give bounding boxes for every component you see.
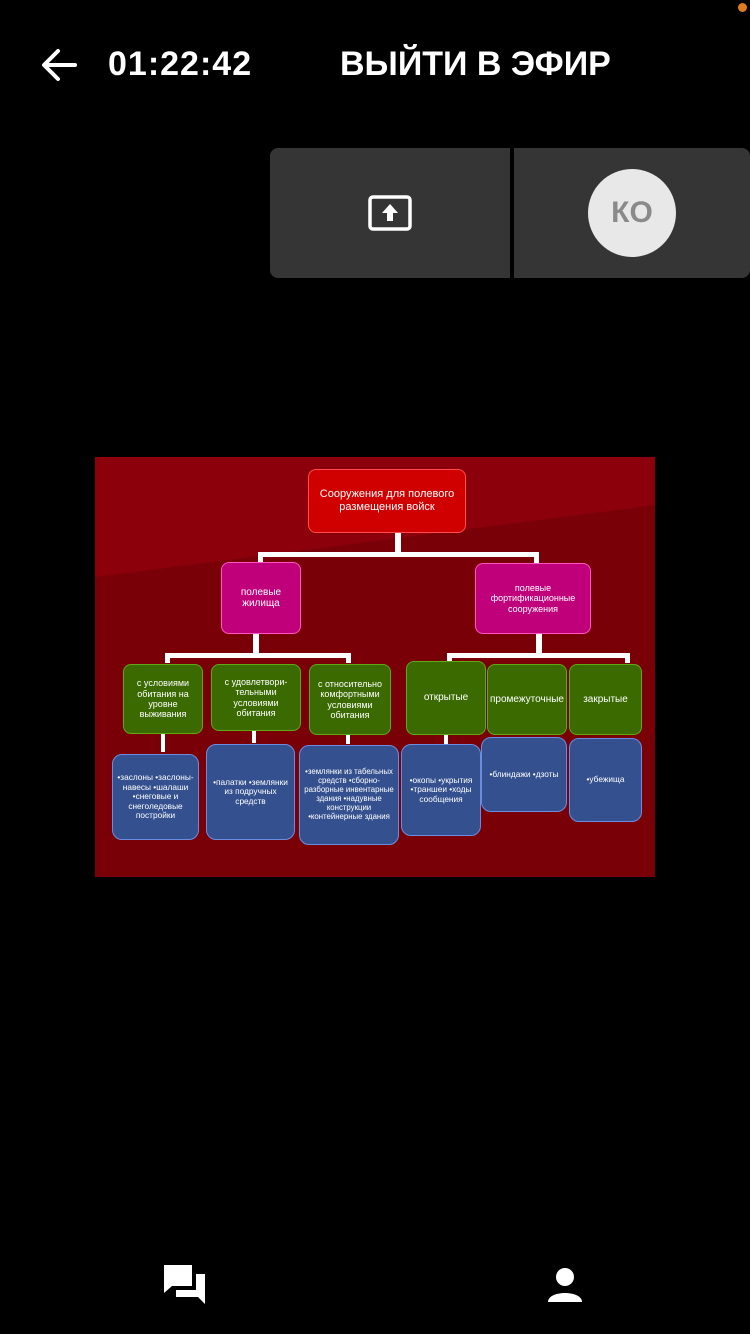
connector: [161, 734, 165, 752]
connector: [534, 552, 539, 564]
connector: [253, 633, 259, 655]
connector: [346, 734, 350, 744]
chat-bubbles-icon: [164, 1265, 205, 1304]
diagram-node-comfortable: с относительно комфортными условиями оби…: [309, 664, 391, 735]
participants-button[interactable]: [546, 1266, 584, 1304]
person-icon: [548, 1268, 582, 1302]
connector: [346, 653, 351, 663]
header: 01:22:42 ВЫЙТИ В ЭФИР: [0, 0, 750, 130]
connector: [447, 653, 452, 661]
screen-share-tile[interactable]: [270, 148, 510, 278]
diagram-node-intermediate: промежуточные: [487, 664, 567, 735]
diagram-node-closed: закрытые: [569, 664, 642, 735]
connector: [165, 653, 351, 658]
connector: [258, 552, 263, 564]
connector: [258, 552, 538, 557]
diagram-leaf-comfortable: •землянки из табельных средств •сборно-р…: [299, 745, 399, 845]
shared-slide: Сооружения для полевого размещения войск…: [95, 457, 655, 877]
connector: [447, 653, 630, 658]
bottom-bar: [0, 1230, 750, 1334]
go-live-title[interactable]: ВЫЙТИ В ЭФИР: [340, 45, 611, 83]
broadcast-timer: 01:22:42: [108, 45, 253, 83]
diagram-leaf-closed: •убежища: [569, 738, 642, 822]
arrow-left-icon: [42, 49, 77, 81]
status-indicator-dot: [738, 3, 747, 12]
diagram-root-node: Сооружения для полевого размещения войск: [308, 469, 466, 533]
diagram-node-field-dwellings: полевые жилища: [221, 562, 301, 634]
diagram-leaf-satisfactory: •палатки •землянки из подручных средств: [206, 744, 295, 840]
connector: [252, 731, 256, 743]
chat-button[interactable]: [162, 1262, 208, 1306]
diagram-node-field-fortifications: полевые фортификационные сооружения: [475, 563, 591, 634]
diagram-leaf-intermediate: •блиндажи •дзоты: [481, 737, 567, 812]
screen-share-icon: [368, 195, 412, 231]
diagram-node-survival: с условиями обитания на уровне выживания: [123, 664, 203, 734]
avatar: КО: [588, 169, 676, 257]
connector: [625, 653, 630, 663]
diagram-node-open: открытые: [406, 661, 486, 735]
diagram-node-satisfactory: с удовлетвори-тельными условиями обитани…: [211, 664, 301, 731]
diagram-leaf-survival: •заслоны •заслоны-навесы •шалаши •снегов…: [112, 754, 199, 840]
diagram-leaf-open: •окопы •укрытия •траншеи •ходы сообщения: [401, 744, 481, 836]
participant-tile[interactable]: КО: [514, 148, 750, 278]
connector: [444, 735, 448, 745]
connector: [165, 653, 170, 663]
connector: [395, 532, 401, 554]
back-button[interactable]: [38, 44, 80, 86]
connector: [536, 633, 542, 655]
